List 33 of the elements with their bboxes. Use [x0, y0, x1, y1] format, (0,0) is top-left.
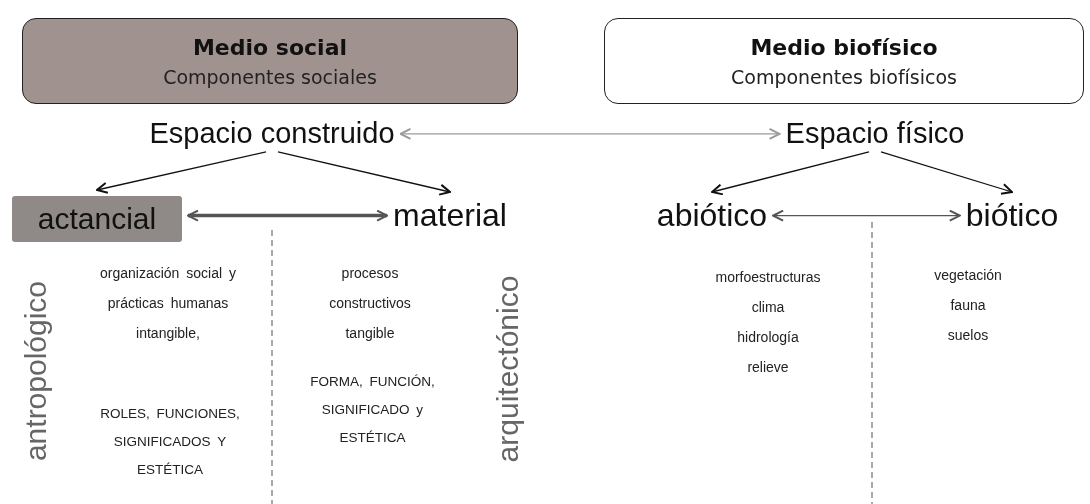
description-text: morfoestructuras [714, 268, 822, 287]
vertical-label: antropológico [19, 279, 53, 464]
description-text: hidrología [736, 328, 800, 347]
arrow [277, 151, 451, 196]
description-text: organización social y prácticas humanas intangible, [99, 264, 237, 343]
category-title: Medio social [192, 34, 348, 60]
term-text: material [393, 198, 507, 234]
term-text: Espacio físico [785, 118, 965, 150]
category-box [604, 18, 1084, 104]
highlight-box [12, 196, 182, 242]
arrow [399, 127, 781, 140]
vertical-label: arquitectónico [491, 274, 525, 465]
arrow [96, 151, 267, 194]
term-text: abiótico [656, 198, 768, 234]
arrow [187, 209, 389, 222]
arrow [880, 151, 1013, 195]
arrow [711, 151, 870, 196]
description-text: fauna [949, 296, 987, 315]
description-text: procesos constructivos tangible [328, 264, 412, 343]
term-text: Espacio construido [149, 118, 395, 150]
description-text: vegetación [933, 266, 1003, 285]
category-box [22, 18, 518, 104]
term-text: biótico [965, 198, 1059, 234]
category-subtitle: Componentes sociales [163, 65, 377, 88]
description-text: suelos [946, 326, 990, 345]
category-title: Medio biofísico [750, 34, 938, 60]
description-text: FORMA, FUNCIÓN, SIGNIFICADO y ESTÉTICA [309, 373, 436, 447]
arrow [772, 209, 961, 222]
description-text: clima [750, 298, 786, 317]
description-text: ROLES, FUNCIONES, SIGNIFICADOS Y ESTÉTICA [99, 405, 241, 479]
description-text: relieve [746, 358, 790, 377]
category-subtitle: Componentes biofísicos [731, 65, 957, 88]
term-text: actancial [37, 202, 157, 236]
